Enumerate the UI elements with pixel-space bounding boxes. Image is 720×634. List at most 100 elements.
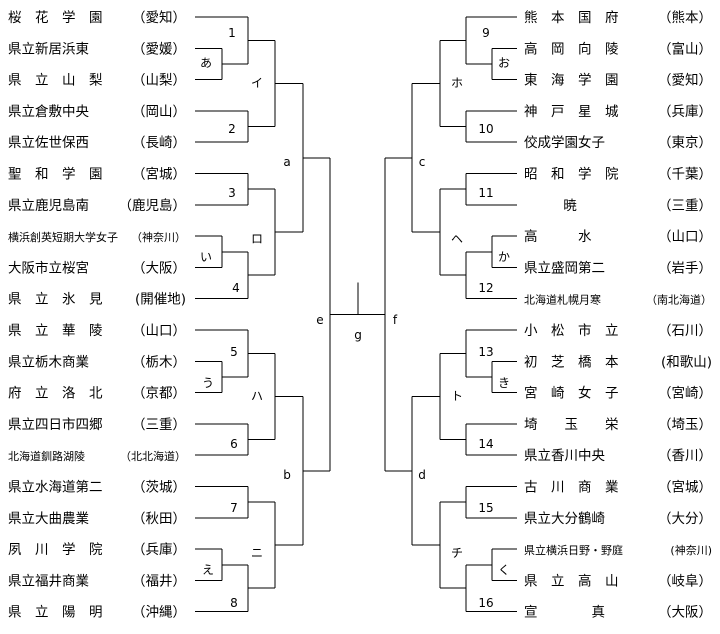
match-label-ku-kana: く — [498, 563, 510, 577]
right-team-school: 北海道札幌月寒 — [524, 293, 601, 307]
left-team-school: 府 立 洛 北 — [8, 386, 103, 402]
right-team-prefecture: （宮城） — [658, 480, 712, 496]
right-team-school: 県 立 高 山 — [524, 572, 619, 589]
left-team-prefecture: （栃木） — [132, 354, 186, 370]
right-team-prefecture: （宮崎） — [658, 386, 712, 402]
right-team-school: 暁 — [563, 198, 577, 214]
match-label-he-kata: ヘ — [451, 232, 463, 246]
right-team-prefecture: （三重） — [658, 198, 712, 214]
match-label-e-kana: え — [202, 563, 214, 577]
left-team-school: 県 立 華 陵 — [8, 323, 103, 339]
right-team-school: 県立横浜日野・野庭 — [524, 543, 623, 557]
left-team-school: 県 立 山 梨 — [8, 73, 103, 89]
right-team-prefecture: （埼玉） — [658, 417, 712, 433]
match-label-d: d — [418, 468, 426, 482]
left-team-school: 北海道釧路湖陵 — [8, 449, 85, 463]
match-label-7: 7 — [230, 501, 238, 515]
right-team-school: 宮 崎 女 子 — [524, 385, 619, 402]
match-label-to-kata: ト — [451, 389, 463, 403]
left-team-school: 県立栃木商業 — [8, 354, 89, 370]
right-team-prefecture: （香川） — [658, 448, 712, 464]
match-labels: 1 2 3 4 5 6 7 8 あ い う え イ ロ ハ ニ 9 10 11 … — [200, 26, 510, 610]
right-team-prefecture: (神奈川) — [670, 543, 712, 557]
left-team-prefecture: （北北海道） — [120, 449, 186, 463]
match-label-i-kana: い — [200, 250, 212, 264]
match-label-f: f — [393, 313, 398, 327]
right-team-school: 神 戸 星 城 — [524, 104, 619, 120]
right-team-prefecture: （熊本） — [658, 10, 712, 26]
match-label-11: 11 — [478, 186, 493, 200]
left-team-prefecture: （三重） — [132, 417, 186, 433]
match-label-b: b — [283, 468, 291, 482]
right-team-prefecture: （石川） — [658, 323, 712, 339]
left-team-prefecture: （愛知） — [132, 9, 186, 26]
left-team-prefecture: （沖縄） — [132, 605, 186, 621]
left-team-prefecture: （秋田） — [132, 511, 186, 527]
left-team-school: 県立佐世保西 — [8, 135, 89, 151]
match-label-1: 1 — [228, 26, 236, 40]
left-team-prefecture: （福井） — [132, 573, 186, 589]
match-label-ki-kana: き — [498, 376, 510, 390]
match-label-4: 4 — [232, 281, 240, 295]
right-team-school: 熊 本 国 府 — [524, 10, 619, 26]
match-label-c: c — [419, 155, 426, 169]
right-team-school: 小 松 市 立 — [524, 322, 619, 339]
match-label-9: 9 — [482, 26, 490, 40]
match-label-chi-kata: チ — [451, 546, 463, 560]
match-label-15: 15 — [478, 501, 493, 515]
right-team-school: 東 海 学 園 — [524, 73, 619, 89]
left-team-prefecture: （岡山） — [132, 104, 186, 120]
right-team-prefecture: (和歌山) — [661, 354, 712, 370]
right-team-prefecture: （岐阜） — [658, 572, 712, 589]
match-label-13: 13 — [478, 345, 493, 359]
right-team-prefecture: （愛知） — [658, 72, 712, 89]
right-team-school: 県立盛岡第二 — [524, 259, 605, 276]
left-team-prefecture: （鹿児島） — [119, 197, 187, 214]
right-team-school: 埼 玉 栄 — [524, 417, 619, 433]
right-team-prefecture: （南北海道） — [646, 293, 712, 307]
left-team-prefecture: （京都） — [132, 386, 186, 402]
right-team-school: 古 川 商 業 — [524, 480, 619, 496]
left-team-school: 県立新居浜東 — [8, 41, 89, 57]
right-team-school: 佼成学園女子 — [524, 134, 605, 151]
left-team-school: 大阪市立桜宮 — [8, 259, 89, 276]
match-label-16: 16 — [478, 596, 493, 610]
match-label-u-kana: う — [202, 376, 214, 390]
match-label-a: a — [283, 155, 290, 169]
match-label-e: e — [316, 313, 323, 327]
right-team-prefecture: （岩手） — [658, 260, 712, 276]
match-label-o-kana: お — [498, 56, 510, 70]
right-team-prefecture: （兵庫） — [658, 104, 712, 120]
left-team-prefecture: (開催地) — [135, 292, 186, 308]
left-team-prefecture: （茨城） — [132, 480, 186, 496]
match-label-12: 12 — [478, 281, 493, 295]
right-team-school: 宣 真 — [524, 605, 605, 621]
match-label-8: 8 — [230, 596, 238, 610]
match-label-i-kata: イ — [251, 76, 263, 90]
right-team-prefecture: （千葉） — [658, 167, 712, 183]
left-team-school: 聖 和 学 園 — [8, 167, 103, 183]
bracket-lines — [195, 16, 517, 613]
match-label-3: 3 — [228, 186, 236, 200]
match-label-a-kana: あ — [200, 56, 212, 70]
left-team-prefecture: （大阪） — [132, 260, 186, 276]
left-team-prefecture: （長崎） — [132, 135, 186, 151]
left-team-prefecture: （愛媛） — [132, 41, 186, 57]
right-team-school: 県立大分鶴崎 — [524, 510, 605, 527]
match-label-ni-kata: ニ — [251, 546, 263, 560]
match-label-ka-kana: か — [498, 250, 510, 264]
match-label-14: 14 — [478, 437, 493, 451]
left-team-list: 桜 花 学 園（愛知）県立新居浜東（愛媛）県 立 山 梨（山梨）県立倉敷中央（岡… — [8, 9, 186, 621]
right-team-school: 昭 和 学 院 — [524, 167, 619, 183]
left-team-school: 桜 花 学 園 — [8, 10, 103, 26]
right-team-prefecture: （山口） — [658, 229, 712, 245]
right-team-prefecture: （富山） — [658, 40, 712, 57]
left-team-school: 県 立 陽 明 — [8, 605, 103, 621]
match-label-2: 2 — [228, 122, 236, 136]
left-team-prefecture: （宮城） — [132, 167, 186, 183]
left-team-school: 県立水海道第二 — [8, 479, 103, 496]
right-team-prefecture: （東京） — [658, 135, 712, 151]
match-label-6: 6 — [230, 437, 238, 451]
left-team-school: 県立大曲農業 — [8, 511, 89, 527]
